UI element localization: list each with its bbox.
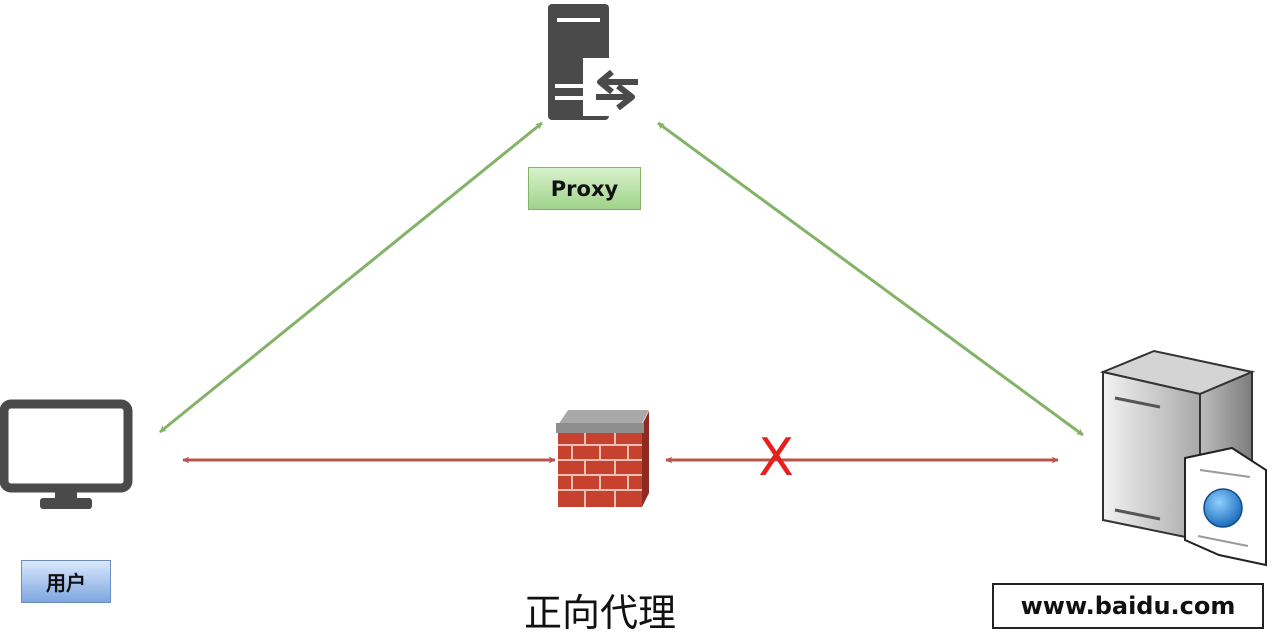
- diagram-caption: 正向代理: [523, 590, 676, 635]
- edge-proxy-server: [657, 121, 1084, 437]
- user-label: 用户: [21, 560, 111, 603]
- proxy-server-icon: [548, 4, 641, 120]
- firewall-brick-wall-icon: [556, 410, 649, 507]
- blocked-marker: X: [758, 428, 794, 488]
- web-server-icon: [1099, 349, 1267, 567]
- target-site-label: www.baidu.com: [992, 583, 1264, 629]
- desktop-monitor-icon: [0, 399, 133, 509]
- proxy-label: Proxy: [528, 167, 641, 210]
- edge-user-proxy: [159, 121, 543, 434]
